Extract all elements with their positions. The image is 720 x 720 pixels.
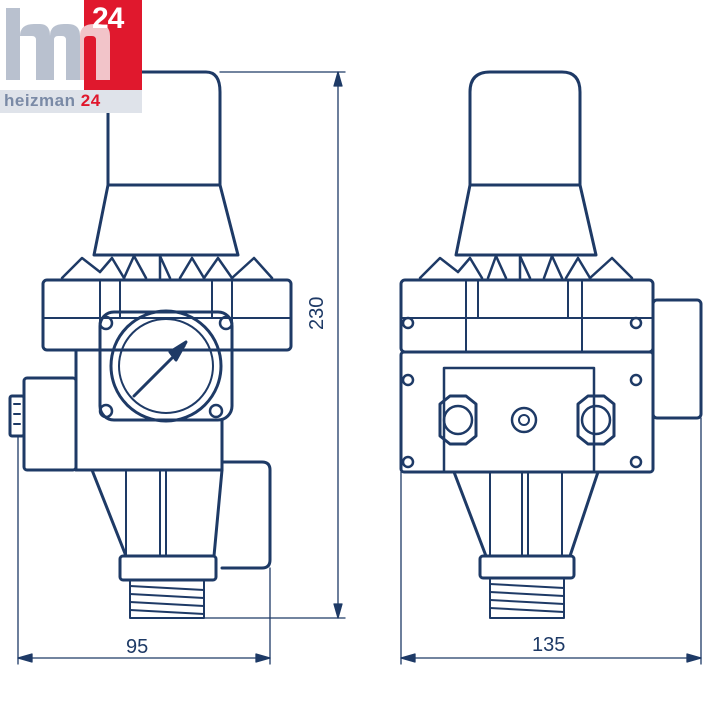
front-funnel [452,470,600,558]
side-housing [41,278,293,352]
front-housing [399,278,655,354]
pressure-gauge-icon [98,309,234,423]
front-side-box [651,298,703,420]
left-hex-fitting [438,394,478,446]
dimension-lines [17,71,702,665]
front-thread [489,577,565,619]
side-outlet [220,460,272,570]
cable-connector-icon [8,376,78,472]
side-taper [92,183,240,257]
logo-name-accent: 24 [80,91,101,110]
logo-name: heizman 24 [4,91,101,111]
logo-name-main: heizman [4,91,81,110]
side-ribs [60,254,274,280]
brand-logo: 24 heizman 24 [0,0,142,113]
dimension-front-width-label: 135 [532,634,566,656]
front-nut [478,554,576,580]
side-view [8,70,293,619]
front-ribs [418,254,634,280]
center-port [510,406,538,434]
dimension-height-label: 230 [306,296,328,330]
logo-number: 24 [92,2,124,35]
front-view [399,70,703,619]
logo-mark [6,8,110,80]
right-hex-fitting [576,394,616,446]
logo-red-block [84,0,142,90]
dimension-side-width-label: 95 [126,636,149,658]
side-thread [129,579,205,619]
front-taper [454,183,598,257]
side-funnel [90,468,224,558]
front-cap [468,70,582,187]
side-nut [118,554,218,582]
logo-name-bar [0,90,142,113]
